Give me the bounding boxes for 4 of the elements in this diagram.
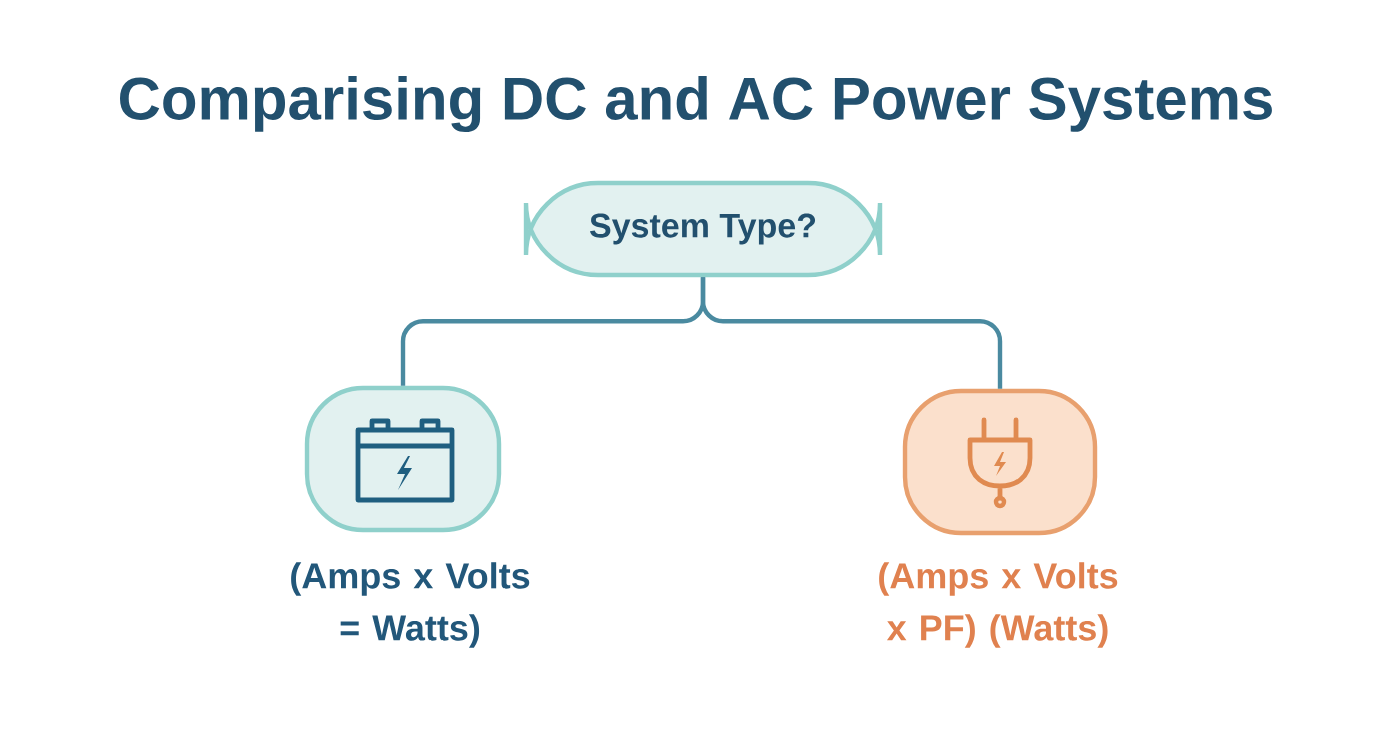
formula-text: (Amps x Volts = Watts) — [291, 562, 530, 648]
title: Comparising DC and AC Power Systems — [120, 75, 1272, 133]
connector — [700, 277, 1003, 389]
formula-text: (Amps x Volts x PF) (Watts) — [879, 562, 1118, 648]
